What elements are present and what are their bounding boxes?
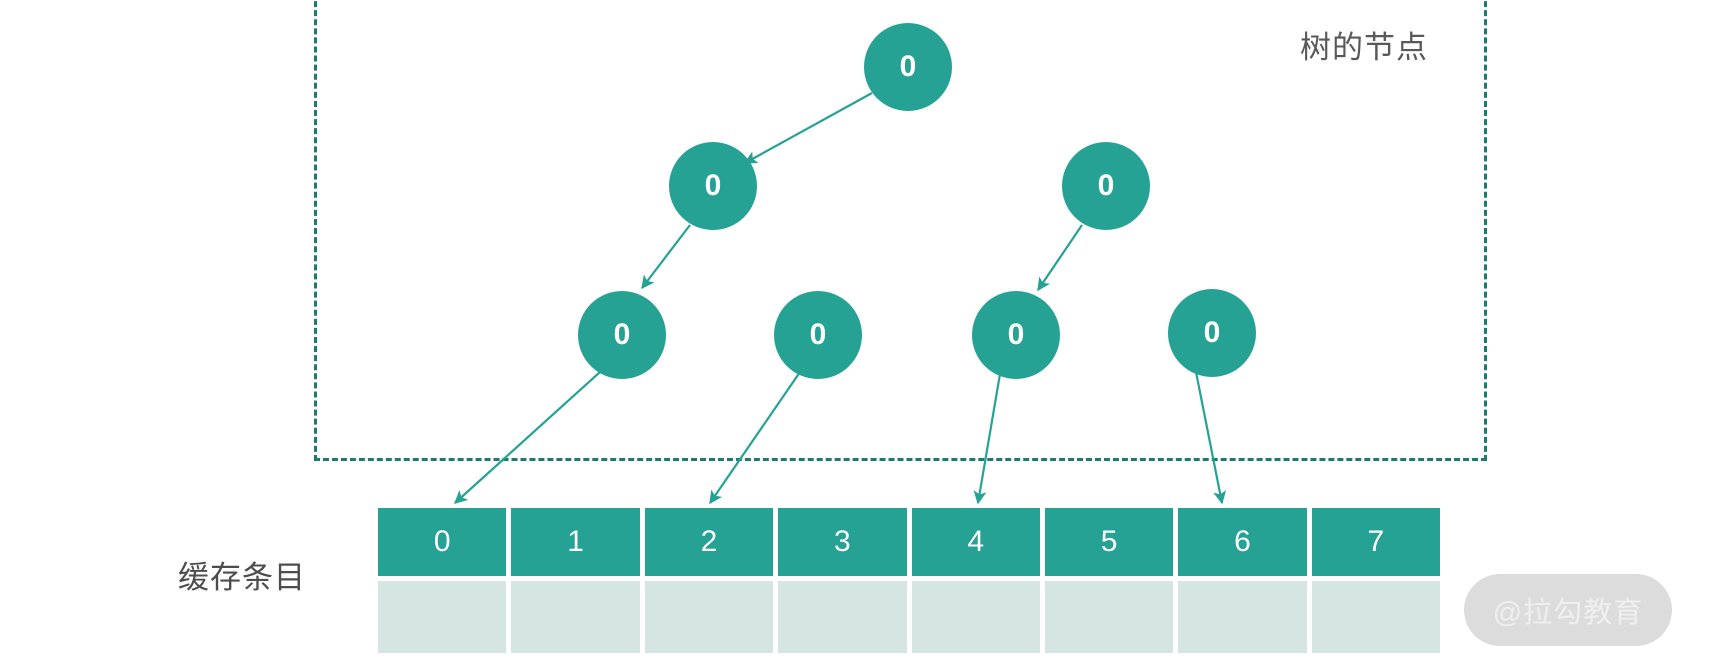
cache-slot-cell-2[interactable]: [644, 581, 774, 653]
cache-slot-cell-7[interactable]: [1311, 581, 1440, 653]
cache-index-cell-4[interactable]: 4: [911, 508, 1040, 576]
tree-node-label: 0: [899, 50, 917, 83]
tree-node-label: 0: [613, 318, 631, 351]
tree-node-l1a: 0: [669, 142, 757, 230]
cache-slot-cell-5[interactable]: [1044, 581, 1174, 653]
tree-node-label: 0: [1203, 316, 1221, 349]
cache-index-cell-5[interactable]: 5: [1044, 508, 1174, 576]
tree-node-label: 0: [809, 318, 827, 351]
cache-index-cell-3[interactable]: 3: [778, 508, 907, 576]
tree-region-label: 树的节点: [1300, 30, 1428, 65]
tree-region-boundary: [314, 0, 1487, 461]
tree-node-label: 0: [1097, 169, 1115, 202]
tree-node-l1b: 0: [1062, 142, 1150, 230]
cache-index-cell-0[interactable]: 0: [378, 508, 507, 576]
tree-node-leaf1: 0: [774, 291, 862, 379]
watermark: @拉勾教育: [1464, 574, 1672, 646]
cache-slot-cell-1[interactable]: [511, 581, 640, 653]
tree-node-leaf3: 0: [1168, 289, 1256, 377]
cache-slot-row: [378, 581, 1440, 653]
cache-index-cell-1[interactable]: 1: [511, 508, 640, 576]
cache-entries-label: 缓存条目: [178, 560, 306, 595]
cache-index-cell-7[interactable]: 7: [1311, 508, 1440, 576]
cache-slot-cell-4[interactable]: [911, 581, 1040, 653]
cache-slot-cell-6[interactable]: [1178, 581, 1307, 653]
cache-index-cell-6[interactable]: 6: [1178, 508, 1307, 576]
cache-index-cell-2[interactable]: 2: [644, 508, 774, 576]
tree-node-label: 0: [1007, 318, 1025, 351]
tree-node-root: 0: [864, 23, 952, 111]
tree-node-label: 0: [704, 169, 722, 202]
cache-slot-cell-0[interactable]: [378, 581, 507, 653]
cache-slot-cell-3[interactable]: [778, 581, 907, 653]
tree-node-leaf0: 0: [578, 291, 666, 379]
tree-node-leaf2: 0: [972, 291, 1060, 379]
